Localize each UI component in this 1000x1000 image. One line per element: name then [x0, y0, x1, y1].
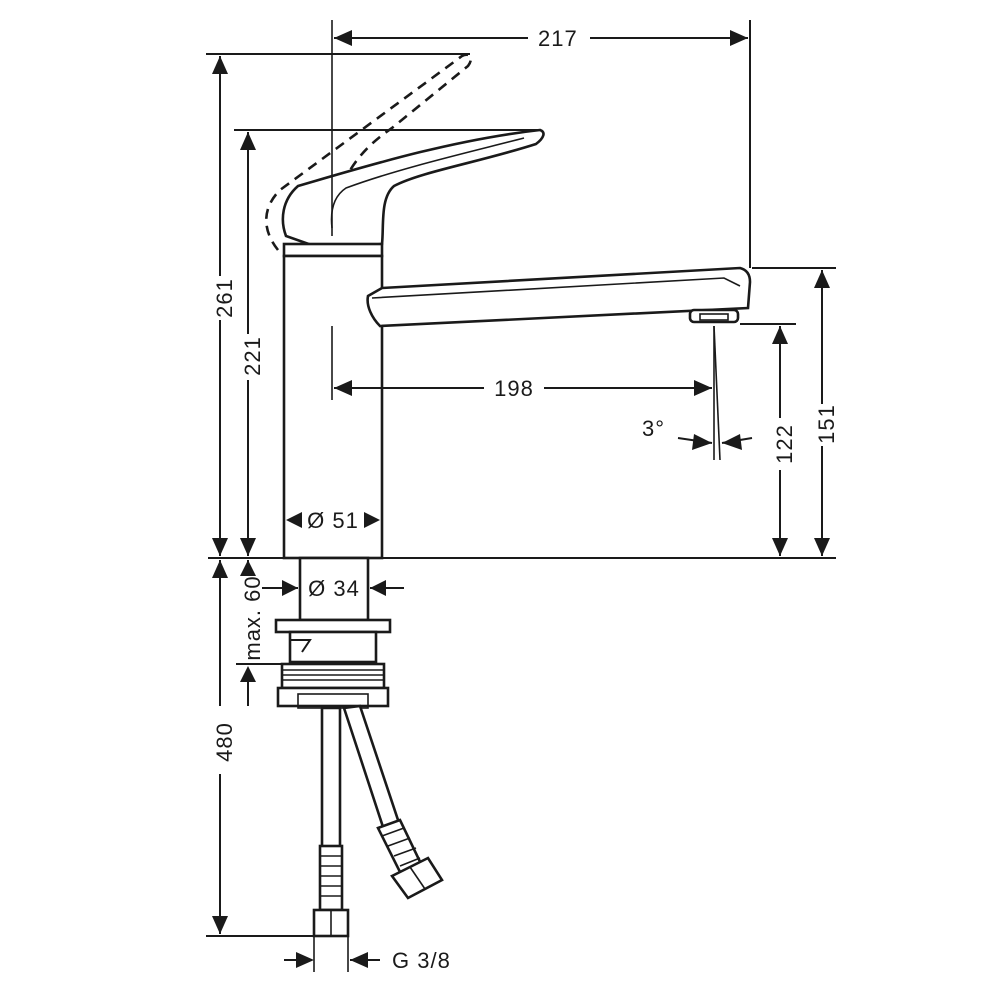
aerator-inner [699, 313, 729, 321]
lever-cap [282, 242, 384, 258]
dim-151-label: 151 [814, 404, 839, 444]
faucet-body [282, 254, 384, 560]
nut-thread [282, 669, 384, 681]
hose-left [320, 706, 342, 864]
dim-d51-label: Ø 51 [307, 508, 359, 533]
dim-221-label: 221 [240, 336, 265, 376]
dimension-lines [206, 20, 836, 972]
lever [281, 128, 545, 250]
aerator [688, 308, 740, 324]
spout-highlight [371, 277, 741, 299]
hose-left-fitting [312, 844, 350, 938]
nut-base [276, 686, 390, 708]
dim-480-label: 480 [212, 722, 237, 762]
dim-max60-label: max. 60 [240, 575, 265, 660]
dim-g38-label: G 3/8 [392, 948, 451, 973]
dim-217-label: 217 [538, 26, 578, 51]
dim-261-label: 261 [212, 278, 237, 318]
hose-right [342, 704, 402, 832]
dim-198-label: 198 [494, 376, 534, 401]
hose-right-fitting [376, 818, 444, 900]
mounting-washer [274, 618, 392, 634]
fixing-nut [280, 662, 386, 690]
lever-highlight [330, 137, 525, 229]
washer-clip [290, 639, 312, 653]
dim-3deg-label: 3° [642, 416, 665, 441]
dim-122-label: 122 [772, 424, 797, 464]
faucet-outline [265, 53, 752, 938]
dimension-labels: 217 261 221 198 3° 122 151 Ø 51 Ø 34 max… [212, 26, 839, 973]
dim-d34-label: Ø 34 [308, 576, 360, 601]
mounting-plate [288, 630, 378, 664]
